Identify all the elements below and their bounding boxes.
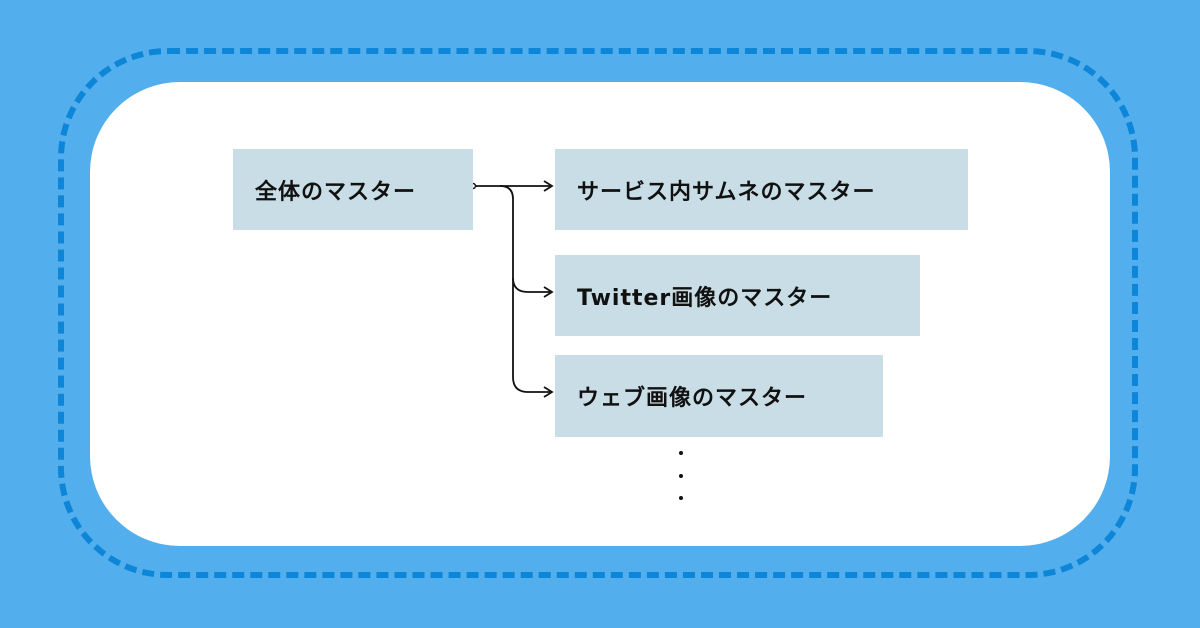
- dashed-outer-frame: [58, 48, 1138, 578]
- child-node-label: サービス内サムネのマスター: [577, 179, 876, 205]
- ellipsis-dot: [679, 451, 683, 455]
- child-node-web-image: ウェブ画像のマスター: [555, 355, 883, 437]
- root-node: 全体のマスター: [233, 149, 473, 230]
- child-node-label: ウェブ画像のマスター: [577, 386, 808, 411]
- ellipsis-dot: [679, 496, 683, 500]
- ellipsis-dot: [679, 474, 683, 478]
- child-node-twitter-image: Twitter画像のマスター: [555, 255, 920, 336]
- root-node-label: 全体のマスター: [255, 179, 417, 205]
- child-node-label: Twitter画像のマスター: [577, 285, 833, 311]
- child-node-service-thumbnail: サービス内サムネのマスター: [555, 149, 968, 230]
